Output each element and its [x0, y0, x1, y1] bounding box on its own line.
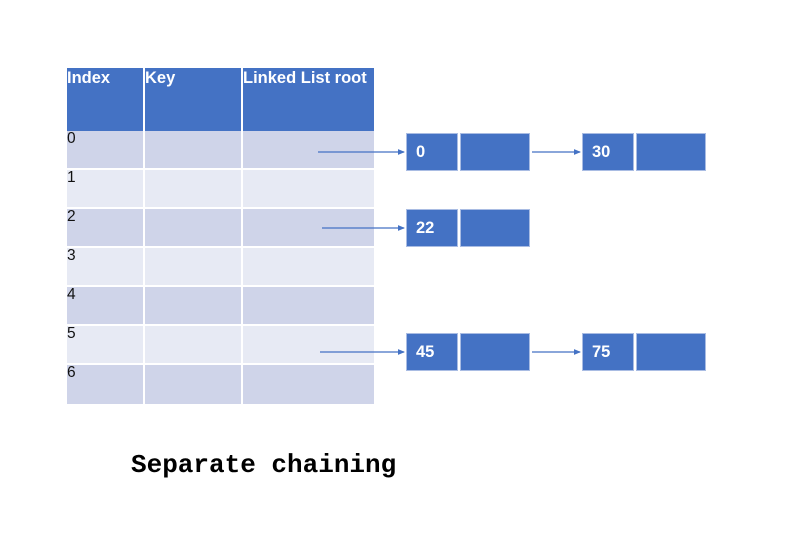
cell-key [145, 131, 243, 170]
cell-key [145, 365, 243, 404]
cell-index: 4 [67, 287, 145, 326]
figure-caption: Separate chaining [131, 450, 397, 480]
column-header-key: Key [145, 68, 243, 131]
node-pointer-cell [460, 333, 530, 371]
node-pointer-cell [460, 209, 530, 247]
node-pointer-cell [460, 133, 530, 171]
column-header-index: Index [67, 68, 145, 131]
node-pointer-cell [636, 333, 706, 371]
cell-key [145, 326, 243, 365]
table-row: 4 [67, 287, 374, 326]
node-value: 0 [406, 133, 459, 171]
cell-root [243, 248, 374, 287]
cell-root [243, 131, 374, 170]
cell-index: 0 [67, 131, 145, 170]
table-row: 2 [67, 209, 374, 248]
table-row: 0 [67, 131, 374, 170]
table-row: 1 [67, 170, 374, 209]
table-row: 3 [67, 248, 374, 287]
list-node[interactable]: 75 [582, 333, 706, 371]
column-header-linked-list-root: Linked List root [243, 68, 374, 131]
cell-key [145, 287, 243, 326]
cell-index: 3 [67, 248, 145, 287]
node-value: 30 [582, 133, 635, 171]
node-pointer-cell [636, 133, 706, 171]
cell-root [243, 209, 374, 248]
list-node[interactable]: 22 [406, 209, 530, 247]
cell-index: 6 [67, 365, 145, 404]
table-body: 0 1 2 3 4 5 6 [67, 131, 374, 404]
table-row: 5 [67, 326, 374, 365]
node-value: 45 [406, 333, 459, 371]
list-node[interactable]: 45 [406, 333, 530, 371]
cell-root [243, 365, 374, 404]
table-header-row: Index Key Linked List root [67, 68, 374, 131]
list-node[interactable]: 0 [406, 133, 530, 171]
node-value: 75 [582, 333, 635, 371]
cell-key [145, 248, 243, 287]
table-header: Index Key Linked List root [67, 68, 374, 131]
cell-root [243, 170, 374, 209]
cell-index: 5 [67, 326, 145, 365]
hash-table: Index Key Linked List root 0 1 2 3 4 [67, 68, 374, 404]
cell-key [145, 209, 243, 248]
cell-key [145, 170, 243, 209]
cell-root [243, 326, 374, 365]
cell-index: 1 [67, 170, 145, 209]
table-row: 6 [67, 365, 374, 404]
cell-index: 2 [67, 209, 145, 248]
cell-root [243, 287, 374, 326]
list-node[interactable]: 30 [582, 133, 706, 171]
node-value: 22 [406, 209, 459, 247]
